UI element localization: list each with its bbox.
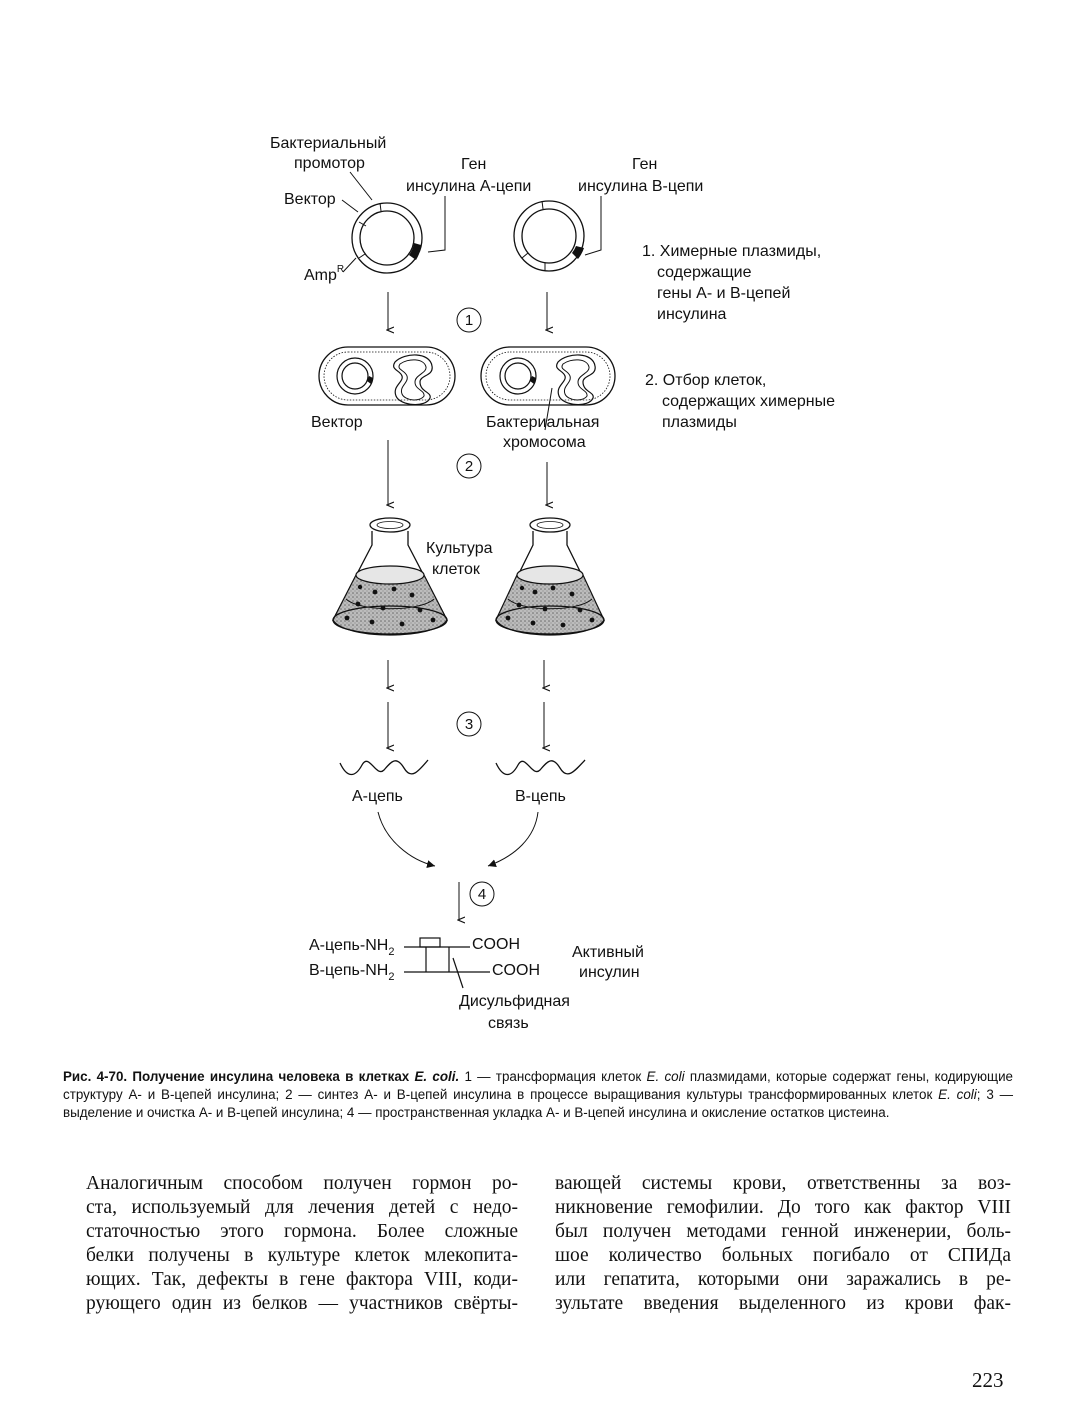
culture-label: клеток <box>432 561 481 578</box>
note-chimeric-plasmids: гены А- и В-цепей <box>657 285 790 302</box>
promoter-label: промотор <box>294 155 365 172</box>
step-3-number: 3 <box>465 716 473 733</box>
text-line: ющих. Так, дефекты в гене фактора VIII, … <box>86 1269 518 1290</box>
text-line: ста, используемый для лечения детей с не… <box>86 1197 518 1218</box>
text-line: белки получены в культуре клеток млекопи… <box>86 1245 518 1266</box>
insulin-structure <box>404 937 490 989</box>
page-number: 223 <box>972 1368 1004 1392</box>
note-chimeric-plasmids: 1. Химерные плазмиды, <box>642 243 821 260</box>
step-1-number: 1 <box>465 312 473 329</box>
b-chain-label: В-цепь <box>515 788 566 805</box>
step-4-number: 4 <box>478 886 486 903</box>
note-chimeric-plasmids: содержащие <box>657 264 752 281</box>
plasmid-a <box>351 202 423 274</box>
text-line: шое количество больных погибало от СПИДа <box>555 1245 1011 1266</box>
gene-b-label: Ген <box>632 156 657 173</box>
promoter-label: Бактериальный <box>270 135 386 152</box>
culture-flask-b <box>494 517 606 636</box>
text-line: вающей системы крови, ответственны за во… <box>555 1173 1011 1194</box>
text-line: или гепатита, которыми они заражались в … <box>555 1269 1011 1290</box>
text-line: зультате введения выделенного из крови ф… <box>555 1293 1011 1314</box>
chromosome-label: Бактериальная <box>486 414 599 431</box>
note-cell-selection: 2. Отбор клеток, <box>645 372 766 389</box>
text-line: никновение гемофилии. До того как фактор… <box>555 1197 1011 1218</box>
body-text-right-column: вающей системы крови, ответственны за во… <box>555 1172 1011 1316</box>
note-chimeric-plasmids: инсулина <box>657 306 727 323</box>
bacterial-cell-b <box>480 346 616 406</box>
note-cell-selection: плазмиды <box>662 414 737 431</box>
figure-caption: Рис. 4-70. Получение инсулина человека в… <box>63 1069 1013 1120</box>
ampr-label: AmpR <box>304 264 344 284</box>
vector-cell-label: Вектор <box>311 414 363 431</box>
cooh-top-label: COOH <box>472 936 520 953</box>
note-cell-selection: содержащих химерные <box>662 393 835 410</box>
body-text-left-column: Аналогичным способом получен гормон ро- … <box>86 1172 518 1316</box>
disulfide-label: Дисульфидная <box>459 993 570 1010</box>
culture-label: Культура <box>426 540 493 557</box>
gene-a-label: Ген <box>461 156 486 173</box>
text-line: Аналогичным способом получен гормон ро- <box>86 1173 518 1194</box>
text-line: рующего один из белков — участников свёр… <box>86 1293 518 1314</box>
vector-label: Вектор <box>284 191 336 208</box>
b-chain-wave <box>495 759 586 776</box>
cooh-bottom-label: COOH <box>492 962 540 979</box>
text-line: был получен методами генной инженерии, б… <box>555 1221 1011 1242</box>
step-2-number: 2 <box>465 458 473 475</box>
a-chain-wave <box>339 759 429 776</box>
chromosome-label: хромосома <box>503 434 586 451</box>
plasmid-b <box>513 200 585 272</box>
disulfide-label: связь <box>488 1015 529 1032</box>
a-chain-label: А-цепь <box>352 788 403 805</box>
a-chain-nh2-label: А-цепь-NH2 <box>309 937 394 958</box>
b-chain-nh2-label: В-цепь-NH2 <box>309 962 394 983</box>
active-insulin-label: инсулин <box>579 964 640 981</box>
gene-a-label: инсулина А-цепи <box>406 178 531 195</box>
insulin-production-diagram: Бактериальный промотор Вектор AmpR Ген и… <box>270 135 835 1032</box>
bacterial-cell-a <box>318 346 456 406</box>
culture-flask-a <box>331 517 449 636</box>
gene-b-label: инсулина В-цепи <box>578 178 703 195</box>
active-insulin-label: Активный <box>572 944 644 961</box>
text-line: статочностью этого гормона. Более сложны… <box>86 1221 518 1242</box>
